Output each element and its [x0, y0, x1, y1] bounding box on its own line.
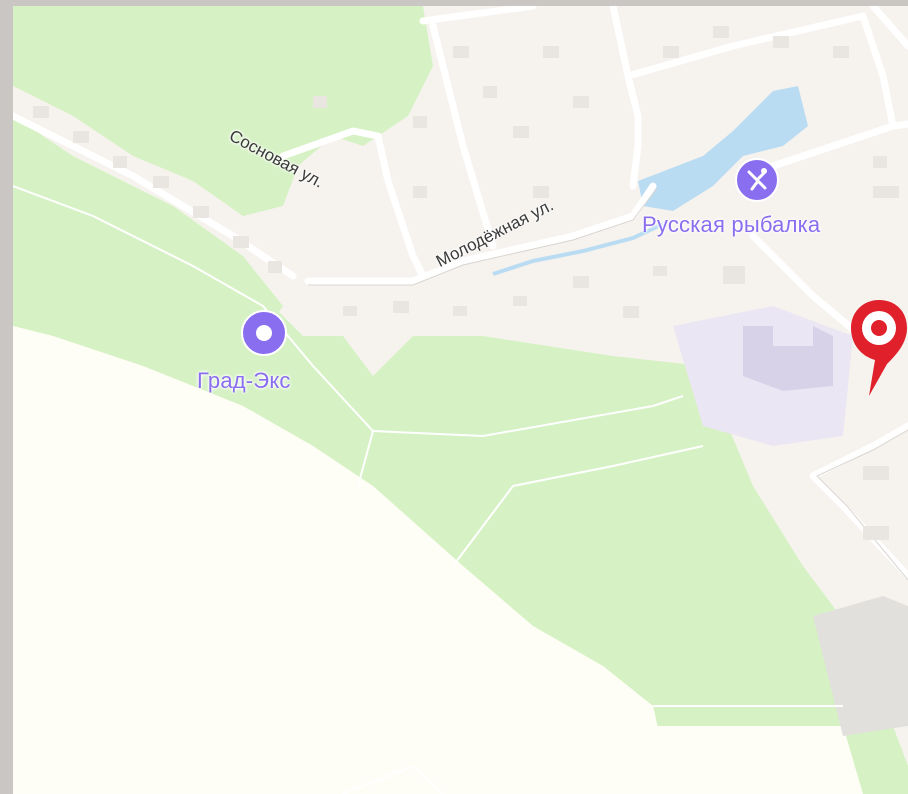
parking-area	[813, 596, 908, 736]
open-field	[13, 326, 673, 794]
poi-russkaya-rybalka[interactable]: Русская рыбалка	[638, 156, 898, 246]
map-canvas[interactable]: Сосновая ул. Молодёжная ул. Русская рыба…	[13, 6, 908, 794]
forest-paths	[13, 185, 843, 794]
poi-grad-eks[interactable]: Град-Экс	[193, 308, 353, 398]
forest-top	[13, 6, 433, 216]
roads	[13, 6, 908, 580]
forest-left-upper	[13, 116, 283, 336]
open-field-bottom-right	[533, 726, 863, 794]
poi-dot-icon	[241, 310, 287, 356]
fishing-icon	[735, 158, 779, 202]
buildings	[33, 26, 899, 540]
poi-label: Град-Экс	[197, 368, 291, 393]
poi-label: Русская рыбалка	[642, 212, 821, 237]
location-pin-icon[interactable]	[845, 298, 908, 398]
pond	[638, 86, 808, 211]
map-layer	[13, 6, 908, 794]
industrial-building	[743, 326, 833, 391]
stream	[492, 222, 664, 276]
